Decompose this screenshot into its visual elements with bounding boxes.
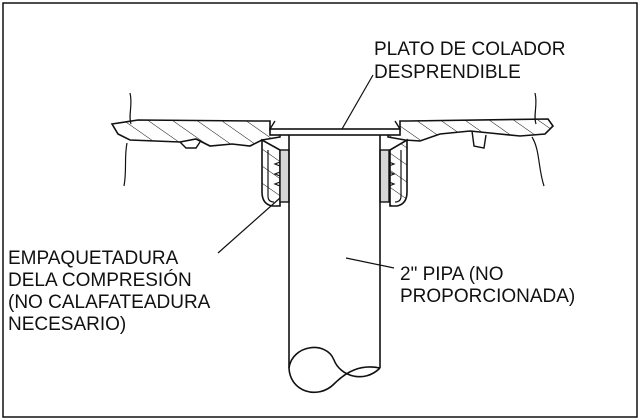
pipe-leader [345, 257, 395, 269]
drain-body-left-wall [261, 138, 281, 207]
pipe-label-line1: 2" PIPA (NO [400, 264, 504, 285]
gasket-label-line3: (NO CALAFATEADURA [8, 292, 211, 313]
strainer-plate-label: PLATO DE COLADOR DESPRENDIBLE [374, 39, 571, 83]
strainer-plate-leader [341, 74, 374, 130]
pipe-label: 2" PIPA (NO PROPORCIONADA) [400, 264, 575, 307]
right-flange [387, 118, 555, 142]
gasket-label-line1: EMPAQUETADURA [8, 248, 179, 269]
gasket-label: EMPAQUETADURA DELA COMPRESIÓN (NO CALAFA… [8, 248, 215, 335]
left-flange-notch [179, 141, 201, 149]
strainer-plate-label-line1: PLATO DE COLADOR [374, 39, 565, 60]
drain-body-right-lip [394, 150, 402, 203]
drain-body-right-wall [389, 138, 408, 207]
gasket-label-line2: DELA COMPRESIÓN [8, 269, 192, 291]
right-flange-tab [471, 130, 487, 149]
pipe [288, 135, 381, 394]
strainer-plate-label-line2: DESPRENDIBLE [374, 62, 521, 83]
right-floor-break [531, 92, 545, 187]
strainer-plate [269, 128, 401, 136]
gasket-label-line4: NECESARIO) [8, 314, 126, 335]
pipe-label-line2: PROPORCIONADA) [400, 286, 575, 307]
strainer-plate-rim [269, 120, 401, 130]
left-flange [110, 119, 281, 147]
gasket-leader [217, 197, 281, 254]
drain-body-left-lip [267, 150, 275, 203]
